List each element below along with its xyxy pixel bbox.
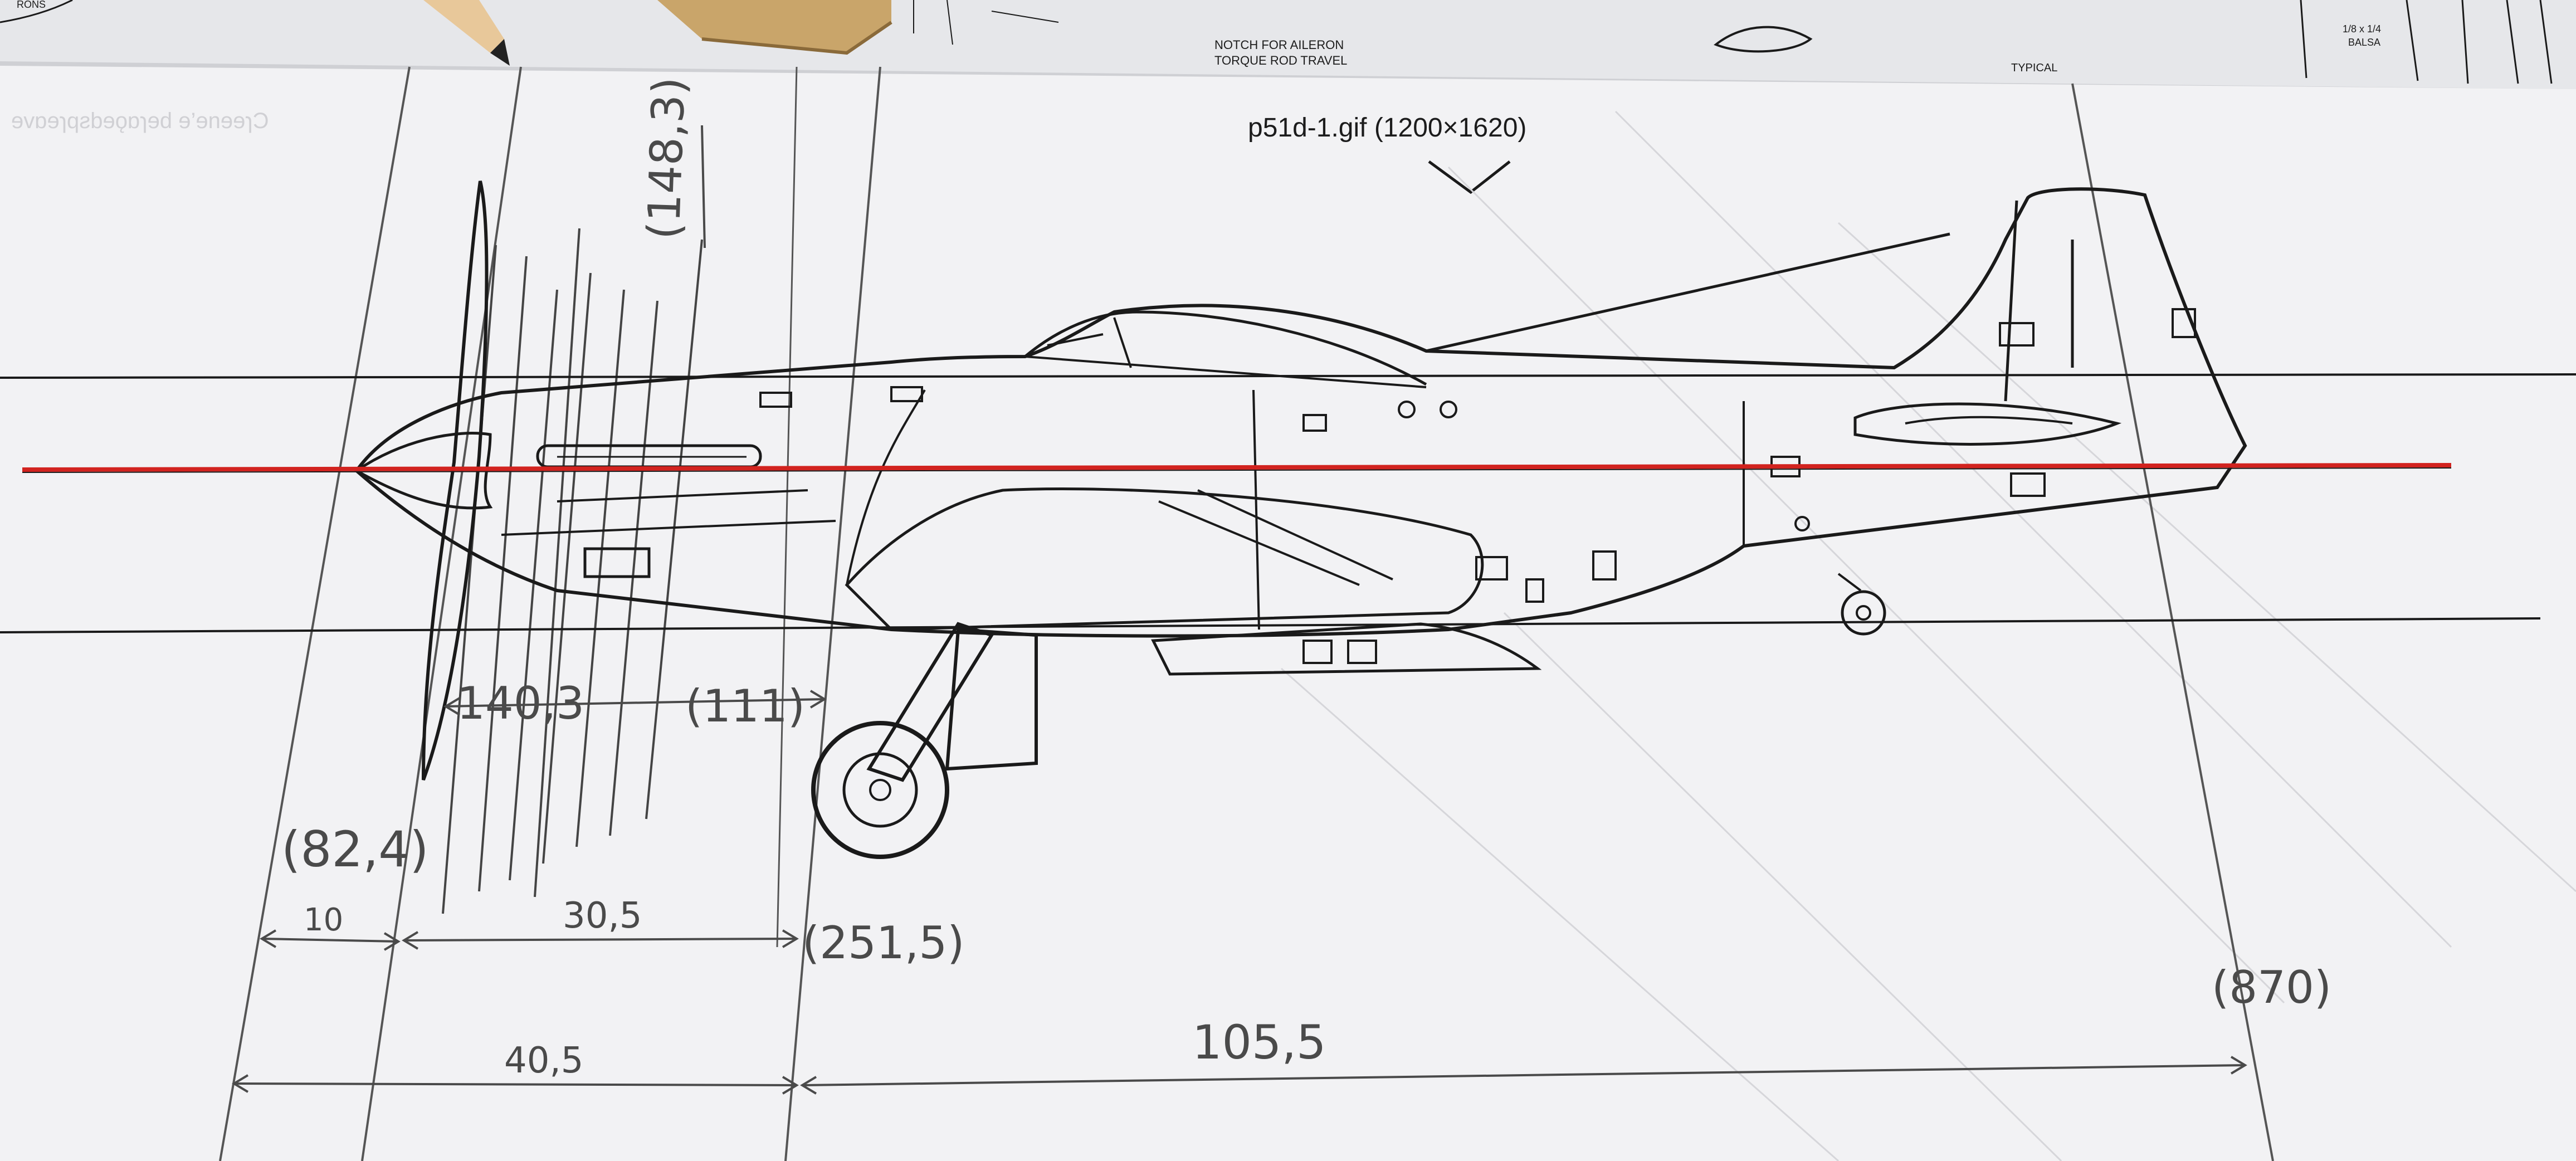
background-plan-sheet: NOTCH FOR AILERON TORQUE ROD TRAVEL TYPI… — [0, 0, 2576, 89]
plan-label-torque-rod: TORQUE ROD TRAVEL — [1214, 53, 1347, 67]
annotation-251-5: (251,5) — [802, 917, 964, 969]
dimension-10: 10 — [304, 902, 343, 938]
red-line-shadow — [22, 467, 2452, 473]
plan-label-typical: TYPICAL — [2011, 62, 2057, 74]
mirrored-watermark: ɘvɒɘɿqƨbɘǫɒɿɘd ɘ’ɘnɘɘɿƆ — [11, 109, 269, 133]
dimension-30-5: 30,5 — [563, 895, 642, 936]
red-reference-line — [22, 463, 2452, 472]
plan-label-rons: RONS — [17, 0, 46, 10]
plan-label-size: 1/8 x 1/4 — [2343, 23, 2381, 35]
dimension-105-5: 105,5 — [1192, 1015, 1326, 1070]
cardboard-block — [657, 0, 892, 55]
aircraft-side-view — [354, 181, 2247, 859]
pencil — [423, 0, 510, 66]
caption-chevron — [1428, 160, 1511, 194]
annotation-82-4: (82,4) — [281, 821, 429, 878]
plan-label-notch: NOTCH FOR AILERON — [1214, 38, 1344, 52]
plan-label-balsa: BALSA — [2348, 37, 2380, 48]
faint-construction-lines — [1281, 110, 2576, 1161]
annotation-870: (870) — [2212, 962, 2331, 1013]
dimension-40-5: 40,5 — [504, 1040, 584, 1081]
annotation-148-3: (148,3) — [638, 76, 695, 241]
image-caption: p51d-1.gif (1200×1620) — [1248, 113, 1526, 143]
annotation-111: (111) — [685, 680, 805, 732]
dimension-lines — [232, 125, 2247, 1095]
dimension-140-3: 140,3 — [457, 677, 584, 729]
vertical-construction-lines — [219, 66, 2274, 1161]
